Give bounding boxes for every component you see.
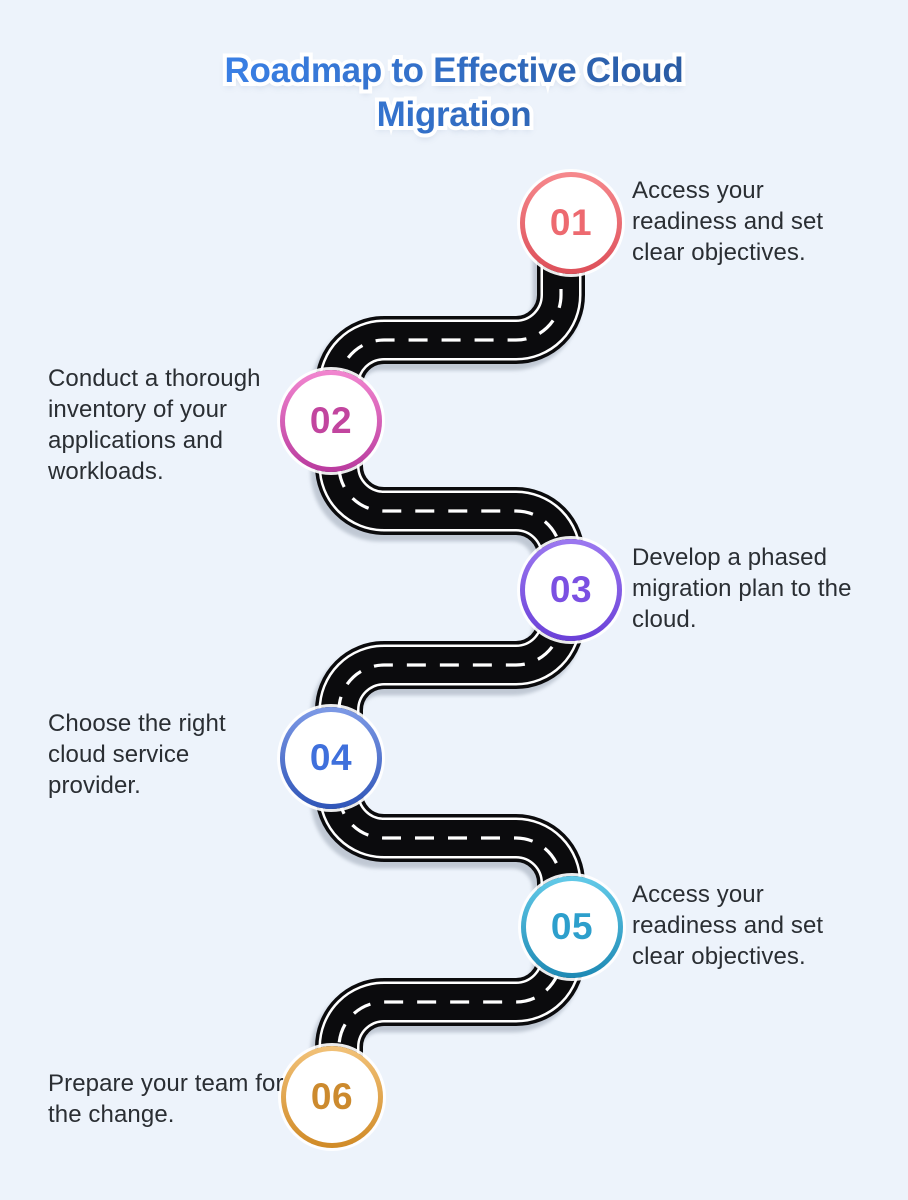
step-number-06: 06 bbox=[310, 1076, 354, 1117]
step-circle-03: 03 bbox=[520, 539, 622, 641]
step-label-01: Access your readiness and set clear obje… bbox=[632, 177, 824, 266]
step-number-02: 02 bbox=[309, 400, 353, 441]
step-number-05: 05 bbox=[550, 906, 594, 947]
step-circle-02-inner: 02 bbox=[285, 375, 377, 467]
step-number-03: 03 bbox=[549, 569, 593, 610]
step-label-02: Conduct a thorough inventory of your app… bbox=[48, 365, 261, 485]
step-label-05: Access your readiness and set clear obje… bbox=[632, 881, 824, 970]
step-number-01: 01 bbox=[549, 202, 593, 243]
step-circle-05-inner: 05 bbox=[526, 881, 618, 973]
step-circle-06-inner: 06 bbox=[286, 1051, 378, 1143]
step-circle-04-inner: 04 bbox=[285, 712, 377, 804]
road-inner-asphalt bbox=[339, 223, 561, 1100]
step-label-03: Develop a phased migration plan to the c… bbox=[632, 544, 852, 633]
step-circle-01-inner: 01 bbox=[525, 177, 617, 269]
step-number-04: 04 bbox=[309, 737, 353, 778]
step-label-06: Prepare your team for the change. bbox=[48, 1070, 284, 1128]
step-circle-03-inner: 03 bbox=[525, 544, 617, 636]
step-circle-04: 04 bbox=[280, 707, 382, 809]
step-circle-06: 06 bbox=[281, 1046, 383, 1148]
step-circle-05: 05 bbox=[521, 876, 623, 978]
step-circle-02: 02 bbox=[280, 370, 382, 472]
step-circle-01: 01 bbox=[520, 172, 622, 274]
step-label-04: Choose the right cloud service provider. bbox=[48, 710, 226, 799]
